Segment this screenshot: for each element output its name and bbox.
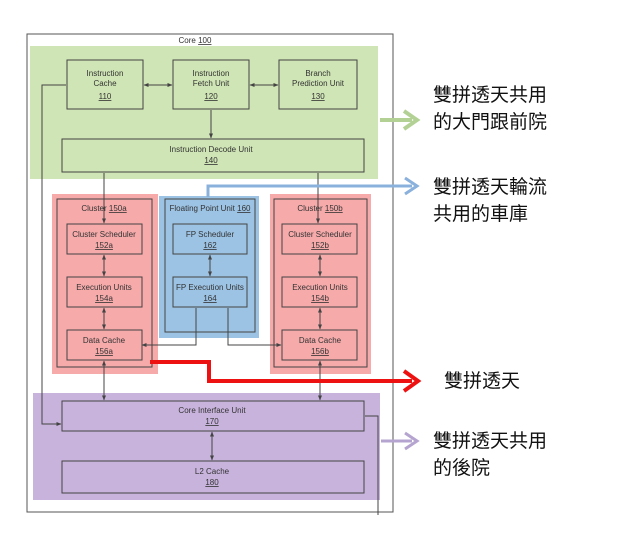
- instruction-fetch-line2: Fetch Unit: [193, 79, 230, 88]
- core-title: Core 100: [179, 36, 212, 45]
- annotation-garage: 雙拼透天輪流 共用的車庫: [433, 174, 547, 228]
- cluster-scheduler-b-box: [281, 223, 358, 255]
- connector-lines: [41, 83, 379, 515]
- data-cache-a-number: 156a: [95, 347, 113, 356]
- l2-cache-box: [61, 460, 365, 494]
- data-cache-b-name: Data Cache: [299, 336, 342, 345]
- annotation-front-yard-line2: 的大門跟前院: [433, 111, 548, 133]
- execution-units-a-number: 154a: [95, 294, 113, 303]
- instruction-cache-number: 110: [99, 92, 112, 101]
- front-end-region: [30, 46, 378, 179]
- blue-arrow: [206, 184, 412, 197]
- data-cache-a-name: Data Cache: [83, 336, 126, 345]
- annotation-duplex-line1: 雙拼透天: [444, 370, 521, 392]
- cluster-a-title: Cluster 150a: [81, 204, 127, 213]
- cluster-b-title: Cluster 150b: [297, 204, 343, 213]
- annotation-garage-line2: 共用的車庫: [433, 203, 529, 225]
- instruction-decode-name: Instruction Decode Unit: [169, 145, 253, 154]
- fpu-box: [164, 198, 256, 333]
- branch-prediction-number: 130: [311, 92, 325, 101]
- back-end-region: [33, 393, 380, 500]
- fp-execution-units-number: 164: [203, 294, 217, 303]
- instruction-decode-number: 140: [204, 156, 218, 165]
- branch-prediction-line1: Branch: [305, 69, 330, 78]
- branch-prediction-line2: Prediction Unit: [292, 79, 345, 88]
- l2-cache-number: 180: [205, 478, 219, 487]
- execution-units-b-number: 154b: [311, 294, 329, 303]
- l2-cache-name: L2 Cache: [195, 467, 230, 476]
- instruction-fetch-line1: Instruction: [193, 69, 230, 78]
- instruction-cache-line2: Cache: [93, 79, 117, 88]
- annotation-back-yard-line1: 雙拼透天共用: [433, 430, 548, 452]
- red-arrow: [150, 360, 412, 383]
- cluster-scheduler-b-number: 152b: [311, 241, 329, 250]
- instruction-decode-box: [61, 138, 365, 173]
- data-cache-b-number: 156b: [311, 347, 329, 356]
- execution-units-b-box: [281, 276, 358, 308]
- branch-prediction-box: [278, 59, 358, 110]
- fp-scheduler-number: 162: [203, 241, 217, 250]
- annotation-front-yard-line1: 雙拼透天共用: [433, 84, 548, 106]
- instruction-cache-box: [66, 59, 144, 110]
- annotation-front-yard: 雙拼透天共用 的大門跟前院: [433, 82, 547, 136]
- cluster-scheduler-a-box: [66, 223, 143, 255]
- fp-execution-units-box: [172, 276, 248, 308]
- instruction-fetch-box: [172, 59, 250, 110]
- annotation-garage-line1: 雙拼透天輪流: [433, 176, 548, 198]
- data-cache-b-box: [281, 329, 358, 361]
- cluster-scheduler-a-name: Cluster Scheduler: [72, 230, 136, 239]
- fpu-title: Floating Point Unit 160: [170, 204, 252, 213]
- execution-units-a-name: Execution Units: [76, 283, 132, 292]
- core-interface-unit-number: 170: [205, 417, 219, 426]
- core-interface-unit-box: [61, 400, 365, 432]
- execution-units-b-name: Execution Units: [292, 283, 348, 292]
- annotation-duplex: 雙拼透天: [444, 368, 520, 395]
- annotation-back-yard: 雙拼透天共用 的後院: [433, 428, 547, 482]
- instruction-fetch-number: 120: [204, 92, 218, 101]
- annotation-arrows: [150, 109, 422, 451]
- fp-execution-units-name: FP Execution Units: [176, 283, 244, 292]
- annotation-back-yard-line2: 的後院: [433, 457, 491, 479]
- fp-scheduler-box: [172, 223, 248, 255]
- instruction-cache-line1: Instruction: [87, 69, 124, 78]
- cluster-scheduler-a-number: 152a: [95, 241, 113, 250]
- fp-scheduler-name: FP Scheduler: [186, 230, 235, 239]
- execution-units-a-box: [66, 276, 143, 308]
- fpu-region: [159, 196, 259, 338]
- core-interface-unit-name: Core Interface Unit: [178, 406, 246, 415]
- cluster-scheduler-b-name: Cluster Scheduler: [288, 230, 352, 239]
